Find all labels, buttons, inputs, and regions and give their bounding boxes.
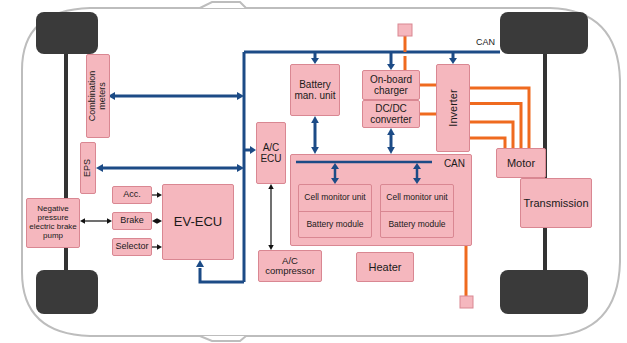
box-label: Negative pressure electric brake pump xyxy=(29,205,77,240)
box-label: A/C ECU xyxy=(259,142,283,164)
connector-line xyxy=(390,134,393,148)
connector-plug xyxy=(398,24,412,36)
box-label: Cell monitor unit xyxy=(386,193,447,202)
arrowhead xyxy=(387,128,395,135)
box-label: Battery man. unit xyxy=(293,79,337,101)
box-label: Battery module xyxy=(388,220,445,229)
vertical-label: EPS xyxy=(83,145,93,191)
box-label: DC/DC converter xyxy=(365,103,417,125)
car-mirror xyxy=(200,2,246,8)
arrowhead xyxy=(80,218,85,224)
inner-can-bus xyxy=(296,162,432,184)
vertical-label: Inverter xyxy=(447,67,459,149)
wheel xyxy=(500,12,588,54)
connector xyxy=(152,218,162,224)
converter-box: DC/DC converter xyxy=(362,100,420,128)
arrowhead xyxy=(268,184,274,189)
connector-line xyxy=(314,122,317,148)
connector xyxy=(387,128,395,154)
vertical-label: Combination meters xyxy=(88,57,108,135)
box-label: Cell monitor unit xyxy=(304,193,365,202)
axle xyxy=(64,50,68,290)
compressor-box: A/C compressor xyxy=(258,250,322,282)
transmission-box: Transmission xyxy=(520,178,592,228)
can-arrowheads xyxy=(96,92,256,267)
connector-line xyxy=(84,220,108,221)
box-label: Selector xyxy=(115,242,148,252)
arrowhead xyxy=(311,116,319,123)
connector xyxy=(311,116,319,154)
car-body xyxy=(22,8,620,336)
connector-line xyxy=(420,113,436,116)
input-box: Acc. xyxy=(112,186,152,204)
connector xyxy=(80,218,112,224)
connector-line xyxy=(470,104,521,148)
box-label: Motor xyxy=(507,157,535,169)
connector xyxy=(268,184,274,250)
box-section: Battery module xyxy=(381,212,453,238)
connector xyxy=(152,192,162,198)
cell-box: Cell monitor unitBattery module xyxy=(380,184,454,238)
can-bus xyxy=(102,52,500,282)
box-label: Transmission xyxy=(524,197,589,209)
connector xyxy=(420,114,436,115)
box-section: Cell monitor unit xyxy=(381,185,453,212)
box-label: Heater xyxy=(368,261,401,273)
heater-box: Heater xyxy=(356,252,414,282)
arrowhead xyxy=(152,218,157,224)
box-label: Acc. xyxy=(123,190,141,200)
connector xyxy=(152,244,162,250)
box-label: A/C compressor xyxy=(261,256,319,277)
box-section: Cell monitor unit xyxy=(299,185,371,212)
inverter-box: Inverter xyxy=(436,64,470,152)
box-label: Brake xyxy=(120,216,144,226)
bus-label: CAN xyxy=(444,158,465,169)
pump-box: Negative pressure electric brake pump xyxy=(26,198,80,248)
car-mirror xyxy=(200,336,246,341)
ecu-box: A/C ECU xyxy=(256,122,286,184)
box-label: On-board charger xyxy=(365,74,417,96)
cell-box: Cell monitor unitBattery module xyxy=(298,184,372,238)
wheel xyxy=(36,12,98,54)
arrowhead xyxy=(387,147,395,154)
connector-plug xyxy=(460,296,473,308)
input-box: Selector xyxy=(112,238,152,256)
connector-line xyxy=(270,188,271,246)
wheel xyxy=(36,270,98,314)
bus-name: CAN xyxy=(476,38,495,48)
box-label: Battery module xyxy=(306,220,363,229)
box-label: EV-ECU xyxy=(174,215,222,229)
arrowhead xyxy=(311,147,319,154)
box-section: Battery module xyxy=(299,212,371,238)
connector xyxy=(470,104,521,148)
wheel xyxy=(500,270,588,314)
battery-pack: CANCell monitor unitBattery moduleCell m… xyxy=(290,154,472,246)
meter-box: Combination meters xyxy=(86,54,110,138)
charger-box: On-board charger xyxy=(362,70,420,100)
eps-box: EPS xyxy=(80,142,96,194)
ecu-box: EV-ECU xyxy=(162,184,234,260)
bms-box: Battery man. unit xyxy=(290,64,340,116)
input-box: Brake xyxy=(112,212,152,230)
motor-box: Motor xyxy=(496,148,546,178)
